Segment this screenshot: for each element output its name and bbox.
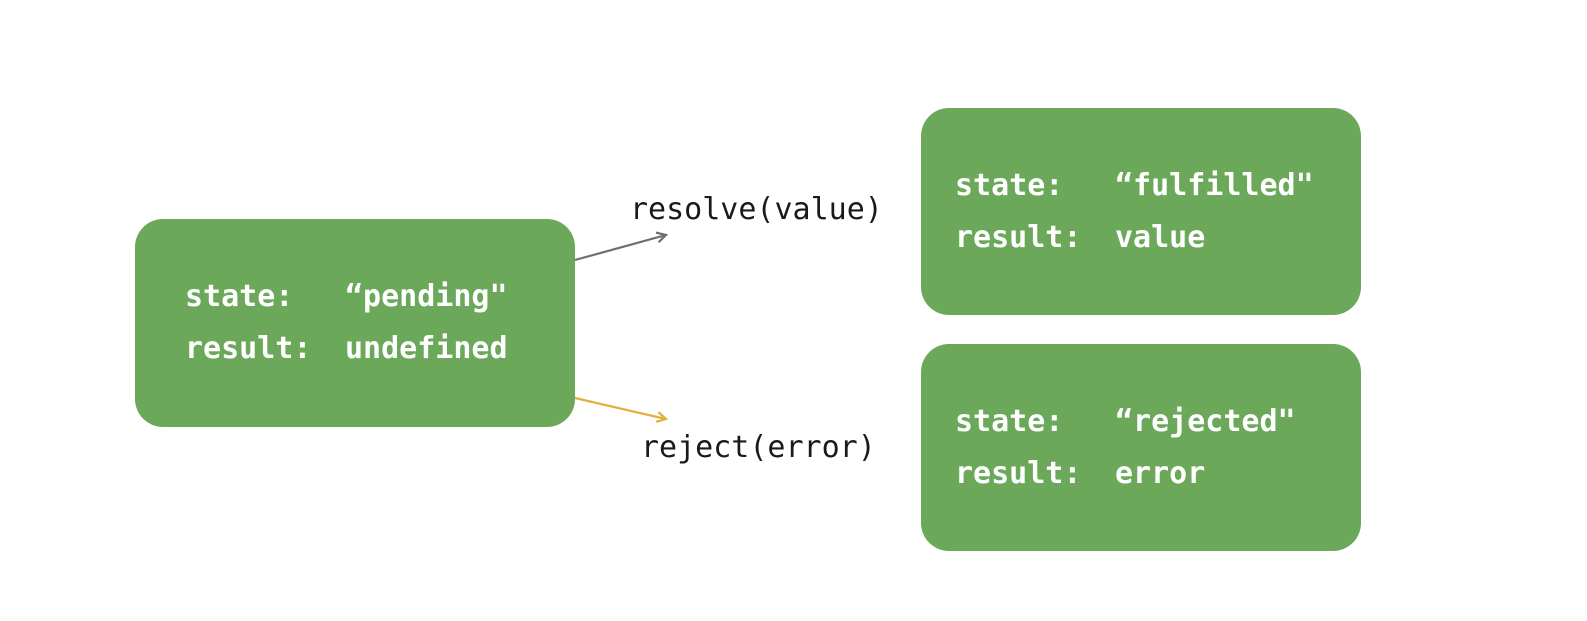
result-key: result: <box>185 331 312 366</box>
state-value: “pending" <box>345 279 508 314</box>
state-key: state: <box>185 279 294 314</box>
fulfilled-state-box: state: “fulfilled" result: value <box>921 108 1361 315</box>
result-key: result: <box>955 455 1082 491</box>
reject-label: reject(error) <box>641 430 876 465</box>
result-value: value <box>1115 219 1206 255</box>
pending-state-line: state: “pending" <box>185 271 575 323</box>
fulfilled-result-line: result: value <box>955 212 1361 264</box>
rejected-state-line: state: “rejected" <box>955 396 1361 448</box>
result-key: result: <box>955 219 1082 255</box>
pending-state-box: state: “pending" result: undefined <box>135 219 575 427</box>
result-value: undefined <box>345 331 508 366</box>
state-value: “rejected" <box>1115 403 1296 439</box>
pending-result-line: result: undefined <box>185 323 575 375</box>
state-key: state: <box>955 167 1064 203</box>
result-value: error <box>1115 455 1206 491</box>
reject-arrow <box>574 396 666 419</box>
state-value: “fulfilled" <box>1115 167 1314 203</box>
rejected-state-box: state: “rejected" result: error <box>921 344 1361 551</box>
state-key: state: <box>955 403 1064 439</box>
rejected-result-line: result: error <box>955 448 1361 500</box>
resolve-label: resolve(value) <box>630 192 883 227</box>
resolve-arrow <box>574 235 666 262</box>
fulfilled-state-line: state: “fulfilled" <box>955 160 1361 212</box>
